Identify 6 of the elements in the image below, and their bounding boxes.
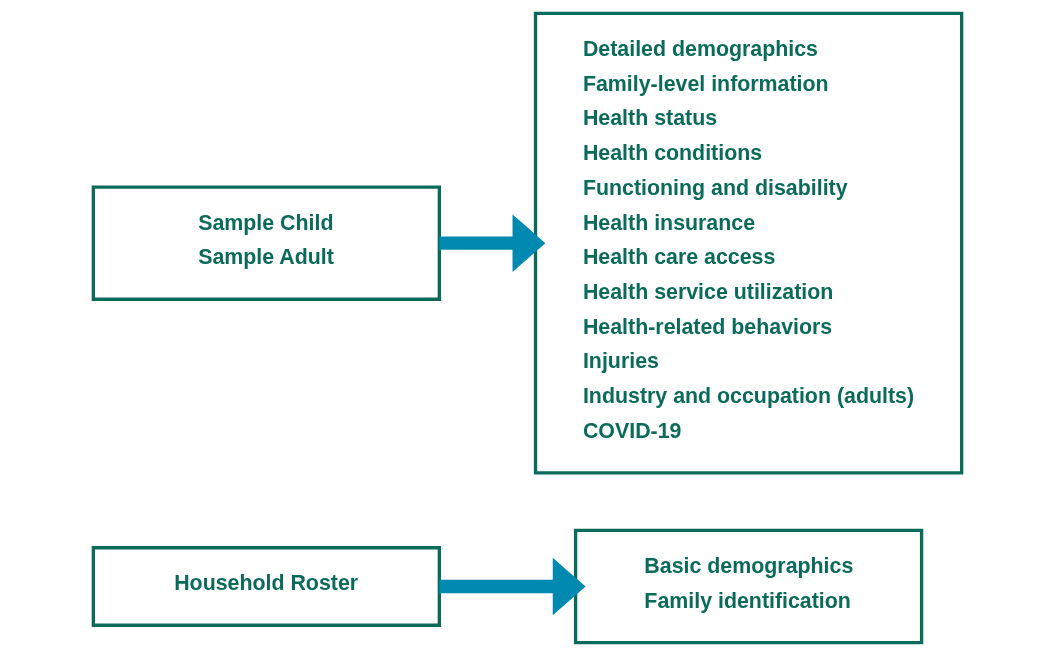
node-box: Sample Child Sample Adult [91,185,441,301]
arrow [439,557,586,616]
node-box: Household Roster [91,546,441,627]
node-box: Detailed demographics Family-level information Health status Health conditions Functioning and disability Health insurance Health care access Health service utilization Health-related behaviors Injuries Industry and occupation (adults) COVID-19 [533,11,964,475]
node-box: Basic demographics Family identification [573,528,924,645]
arrow [439,214,546,272]
